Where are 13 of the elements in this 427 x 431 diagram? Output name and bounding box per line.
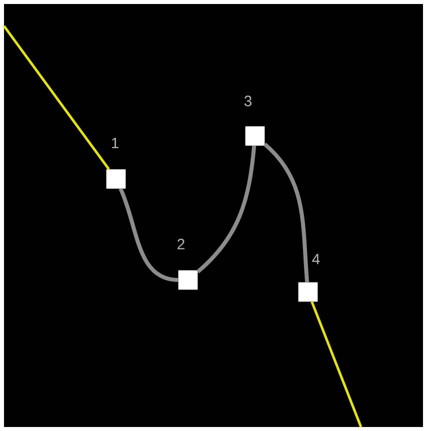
curve-segment	[196, 146, 256, 274]
handle-square	[298, 282, 318, 302]
handle-square	[245, 126, 265, 146]
curve-segment	[263, 142, 310, 282]
point-number: 3	[244, 96, 252, 106]
handle-square	[106, 169, 126, 189]
point-number: 4	[312, 254, 320, 264]
point-number: 1	[112, 138, 118, 148]
curve-segment	[118, 188, 179, 282]
line	[3, 25, 110, 170]
point-number: 2	[178, 238, 184, 250]
handle-square	[178, 270, 198, 290]
line	[310, 301, 362, 428]
